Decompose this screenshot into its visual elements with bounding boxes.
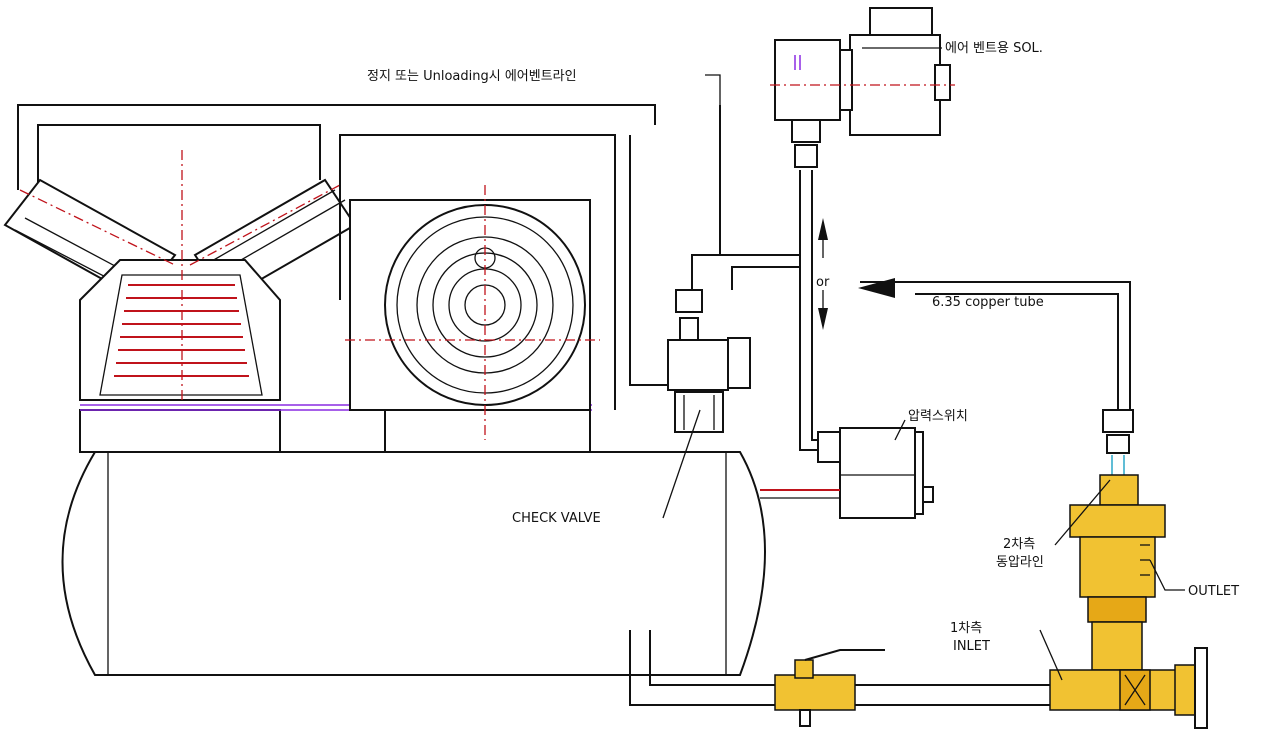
vent-solenoid — [720, 7, 955, 451]
vent-line-label: 정지 또는 Unloading시 에어벤트라인 — [367, 69, 577, 84]
drain-line — [629, 630, 1050, 727]
copper-tube — [858, 278, 1134, 478]
compressor-pump — [3, 104, 656, 401]
primary-label-1: 1차측 — [950, 621, 982, 636]
check-valve — [629, 105, 751, 433]
unloader-valve — [1049, 474, 1208, 729]
base-plate — [79, 404, 592, 453]
secondary-line-label-1: 2차측 — [1003, 537, 1035, 552]
leader-lines — [662, 47, 1185, 681]
motor — [339, 134, 616, 440]
secondary-line-label-2: 동압라인 — [996, 555, 1044, 570]
or-label: or — [816, 275, 830, 290]
primary-label-2: INLET — [953, 639, 990, 654]
vent-solenoid-label: 에어 벤트용 SOL. — [945, 41, 1043, 56]
copper-tube-label: 6.35 copper tube — [932, 295, 1044, 310]
flow-arrows — [818, 218, 828, 330]
outlet-label: OUTLET — [1188, 584, 1239, 599]
pressure-switch-label: 압력스위치 — [908, 409, 968, 424]
pressure-switch — [760, 427, 934, 519]
air-tank — [61, 451, 766, 676]
check-valve-label: CHECK VALVE — [512, 511, 601, 526]
